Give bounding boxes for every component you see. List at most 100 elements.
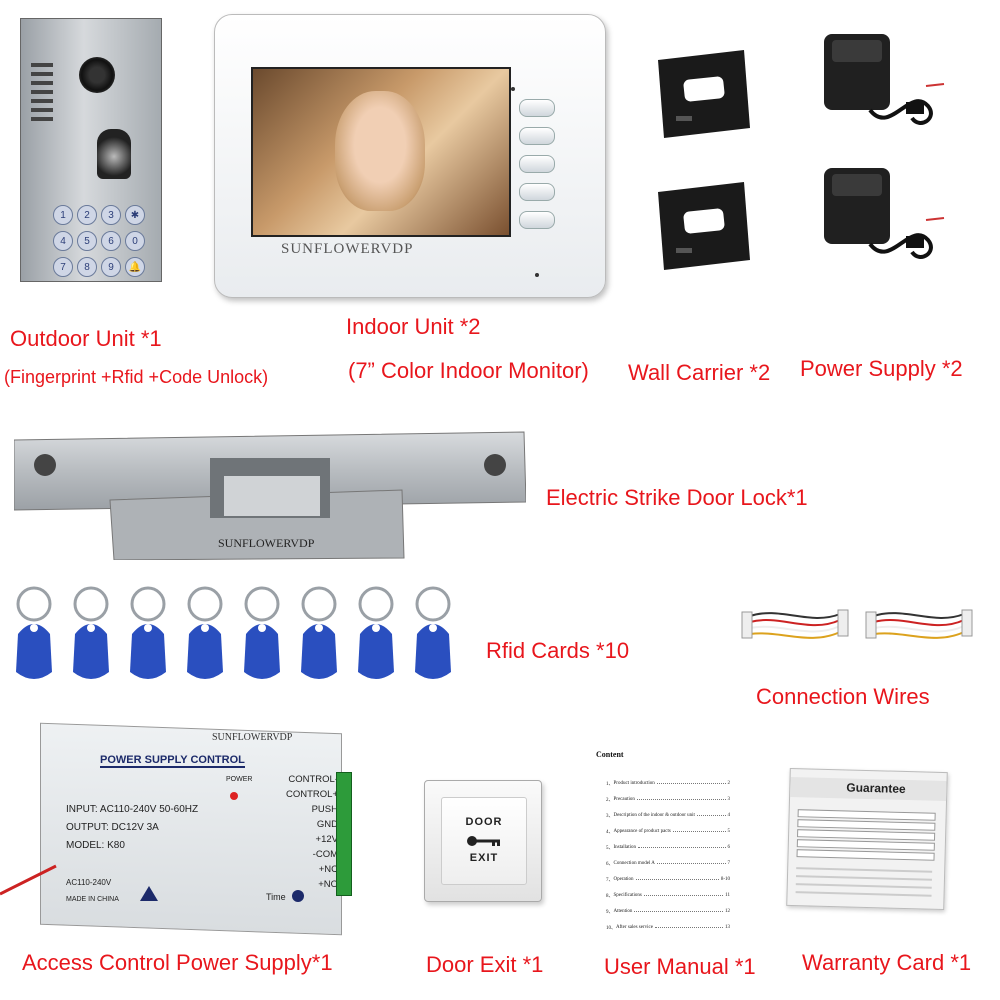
toc-page: 2 bbox=[727, 781, 731, 786]
connection-wire-set bbox=[865, 609, 973, 639]
toc-page: 8-10 bbox=[720, 877, 730, 882]
toc-leader bbox=[634, 911, 723, 912]
power-led-icon bbox=[230, 792, 238, 800]
power-box-output: OUTPUT: DC12V 3A bbox=[66, 822, 159, 833]
monitor-screen bbox=[251, 67, 511, 237]
toc-leader bbox=[672, 831, 726, 832]
connection-wire-set bbox=[741, 609, 849, 639]
rfid-tag bbox=[244, 586, 280, 679]
caption-door-exit: Door Exit *1 bbox=[426, 952, 544, 977]
terminal-label: PUSH bbox=[311, 804, 338, 815]
caption-outdoor-unit: Outdoor Unit *1 bbox=[10, 326, 162, 351]
toc-page: 13 bbox=[725, 925, 730, 930]
toc-title: Product introduction bbox=[613, 781, 655, 786]
keypad-key: 6 bbox=[101, 231, 121, 251]
keypad-key: 2 bbox=[77, 205, 97, 225]
toc-title: Precaution bbox=[613, 797, 635, 802]
rfid-tag bbox=[358, 586, 394, 679]
toc-title: Specifications bbox=[613, 893, 642, 898]
caption-connection-wires: Connection Wires bbox=[756, 684, 930, 709]
terminal-label: CONTROL- bbox=[288, 774, 338, 785]
toc-page: 3 bbox=[727, 797, 731, 802]
toc-number: 10、 bbox=[606, 926, 617, 931]
toc-page: 11 bbox=[725, 893, 730, 898]
manual-toc-entry: 2、Precaution 3 bbox=[606, 796, 730, 803]
power-label: POWER bbox=[226, 776, 253, 783]
rfid-tag bbox=[16, 586, 52, 679]
exit-button-face: DOOR EXIT bbox=[441, 797, 527, 885]
power-box-time-label: Time bbox=[266, 892, 286, 902]
warranty-text-line bbox=[795, 891, 932, 897]
toc-leader bbox=[643, 895, 724, 896]
keypad-key: 8 bbox=[77, 257, 97, 277]
toc-number: 2、 bbox=[606, 798, 614, 803]
manual-toc-entry: 8、Specifications 11 bbox=[606, 892, 730, 899]
monitor-button bbox=[519, 127, 555, 145]
toc-number: 8、 bbox=[606, 894, 614, 899]
toc-number: 3、 bbox=[606, 814, 614, 819]
rfid-tag bbox=[73, 586, 109, 679]
power-box-model: MODEL: K80 bbox=[66, 840, 125, 851]
manual-heading: Content bbox=[596, 750, 624, 759]
caption-warranty-card: Warranty Card *1 bbox=[802, 950, 972, 975]
key-icon bbox=[466, 834, 502, 846]
warranty-text-line bbox=[796, 867, 933, 873]
caption-rfid-cards: Rfid Cards *10 bbox=[486, 638, 630, 663]
power-box-title: POWER SUPPLY CONTROL bbox=[100, 754, 245, 768]
power-box-ac-label: AC110-240V bbox=[66, 878, 112, 887]
power-box-brand: SUNFLOWERVDP bbox=[212, 732, 293, 743]
keypad-key: 4 bbox=[53, 231, 73, 251]
warning-triangle-icon bbox=[140, 886, 158, 901]
monitor-button bbox=[519, 183, 555, 201]
toc-page: 4 bbox=[727, 813, 731, 818]
manual-toc-entry: 4、Appearance of product pacts 5 bbox=[606, 828, 730, 835]
toc-title: Installation bbox=[613, 845, 637, 850]
caption-outdoor-unit-detail: (Fingerprint +Rfid +Code Unlock) bbox=[4, 367, 269, 387]
toc-page: 5 bbox=[727, 829, 731, 834]
toc-number: 4、 bbox=[606, 830, 614, 835]
terminal-label: -COM bbox=[312, 849, 338, 860]
manual-toc-entry: 3、Description of the indoor & outdoor un… bbox=[606, 812, 730, 819]
time-dial-icon bbox=[292, 890, 304, 902]
toc-page: 7 bbox=[727, 861, 731, 866]
keypad-key: 3 bbox=[101, 205, 121, 225]
monitor-button bbox=[519, 211, 555, 229]
portrait-photo bbox=[335, 91, 425, 211]
toc-number: 7、 bbox=[606, 878, 614, 883]
toc-title: Attention bbox=[613, 909, 633, 914]
toc-leader bbox=[656, 863, 726, 864]
toc-title: Appearance of product pacts bbox=[613, 829, 671, 834]
warranty-card: Guarantee bbox=[786, 767, 948, 911]
toc-title: Description of the indoor & outdoor unit bbox=[613, 813, 695, 818]
terminal-label: GND bbox=[316, 819, 338, 830]
power-adapter bbox=[824, 34, 945, 125]
terminal-block bbox=[336, 772, 352, 896]
keypad-key: 🔔 bbox=[125, 257, 145, 277]
keypad-key: 0 bbox=[125, 231, 145, 251]
indicator-dot bbox=[511, 87, 515, 91]
toc-number: 6、 bbox=[606, 862, 614, 867]
rfid-tag bbox=[187, 586, 223, 679]
warranty-card-body: Guarantee bbox=[786, 767, 948, 911]
wall-carrier bbox=[658, 50, 750, 138]
caption-indoor-unit: Indoor Unit *2 bbox=[346, 314, 481, 339]
terminal-label: CONTROL+ bbox=[286, 789, 338, 800]
warranty-text-line bbox=[795, 883, 932, 889]
monitor-button bbox=[519, 99, 555, 117]
microphone-dot bbox=[535, 273, 539, 277]
toc-page: 6 bbox=[727, 845, 731, 850]
caption-wall-carrier: Wall Carrier *2 bbox=[628, 360, 771, 385]
terminal-label: +12V bbox=[315, 834, 338, 845]
terminal-label: +NO bbox=[318, 879, 338, 890]
power-box-made-in: MADE IN CHINA bbox=[66, 896, 119, 903]
warranty-form-row bbox=[796, 849, 935, 861]
monitor-button bbox=[519, 155, 555, 173]
keypad-key: 9 bbox=[101, 257, 121, 277]
toc-leader bbox=[636, 799, 726, 800]
door-exit-button: DOOR EXIT bbox=[424, 780, 542, 902]
